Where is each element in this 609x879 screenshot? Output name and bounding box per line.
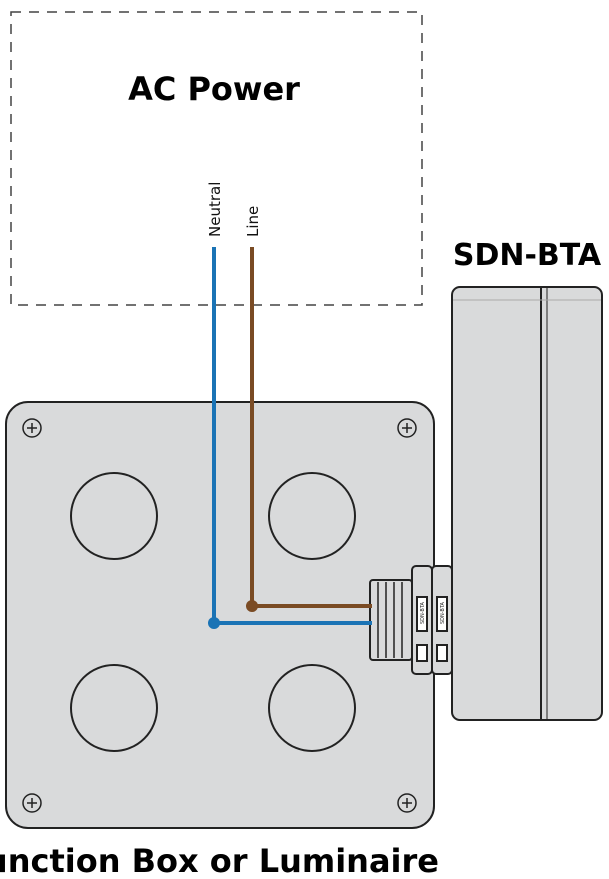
screw-icon — [397, 793, 417, 813]
screw-icon — [22, 418, 42, 438]
connector-label: SDN-BTA — [440, 602, 446, 624]
neutral-wire-junction — [208, 617, 220, 629]
connector-label: SDN-BTA — [420, 602, 426, 624]
screw-icon — [397, 418, 417, 438]
ac-power-region — [10, 11, 423, 306]
knockout-top-left — [70, 472, 158, 560]
screw-icon — [22, 793, 42, 813]
junction-box-title: Junction Box or Luminaire — [0, 842, 439, 879]
line-wire-junction — [246, 600, 258, 612]
knockout-bottom-right — [268, 664, 356, 752]
sdn-bta-device — [451, 286, 603, 721]
knockout-bottom-left — [70, 664, 158, 752]
neutral-wire-label: Neutral — [206, 182, 224, 237]
device-title: SDN-BTA — [453, 238, 602, 273]
cable-gland: SDN-BTA SDN-BTA — [369, 565, 453, 675]
line-wire-label: Line — [244, 206, 262, 237]
ac-power-title: AC Power — [128, 70, 300, 108]
knockout-top-right — [268, 472, 356, 560]
